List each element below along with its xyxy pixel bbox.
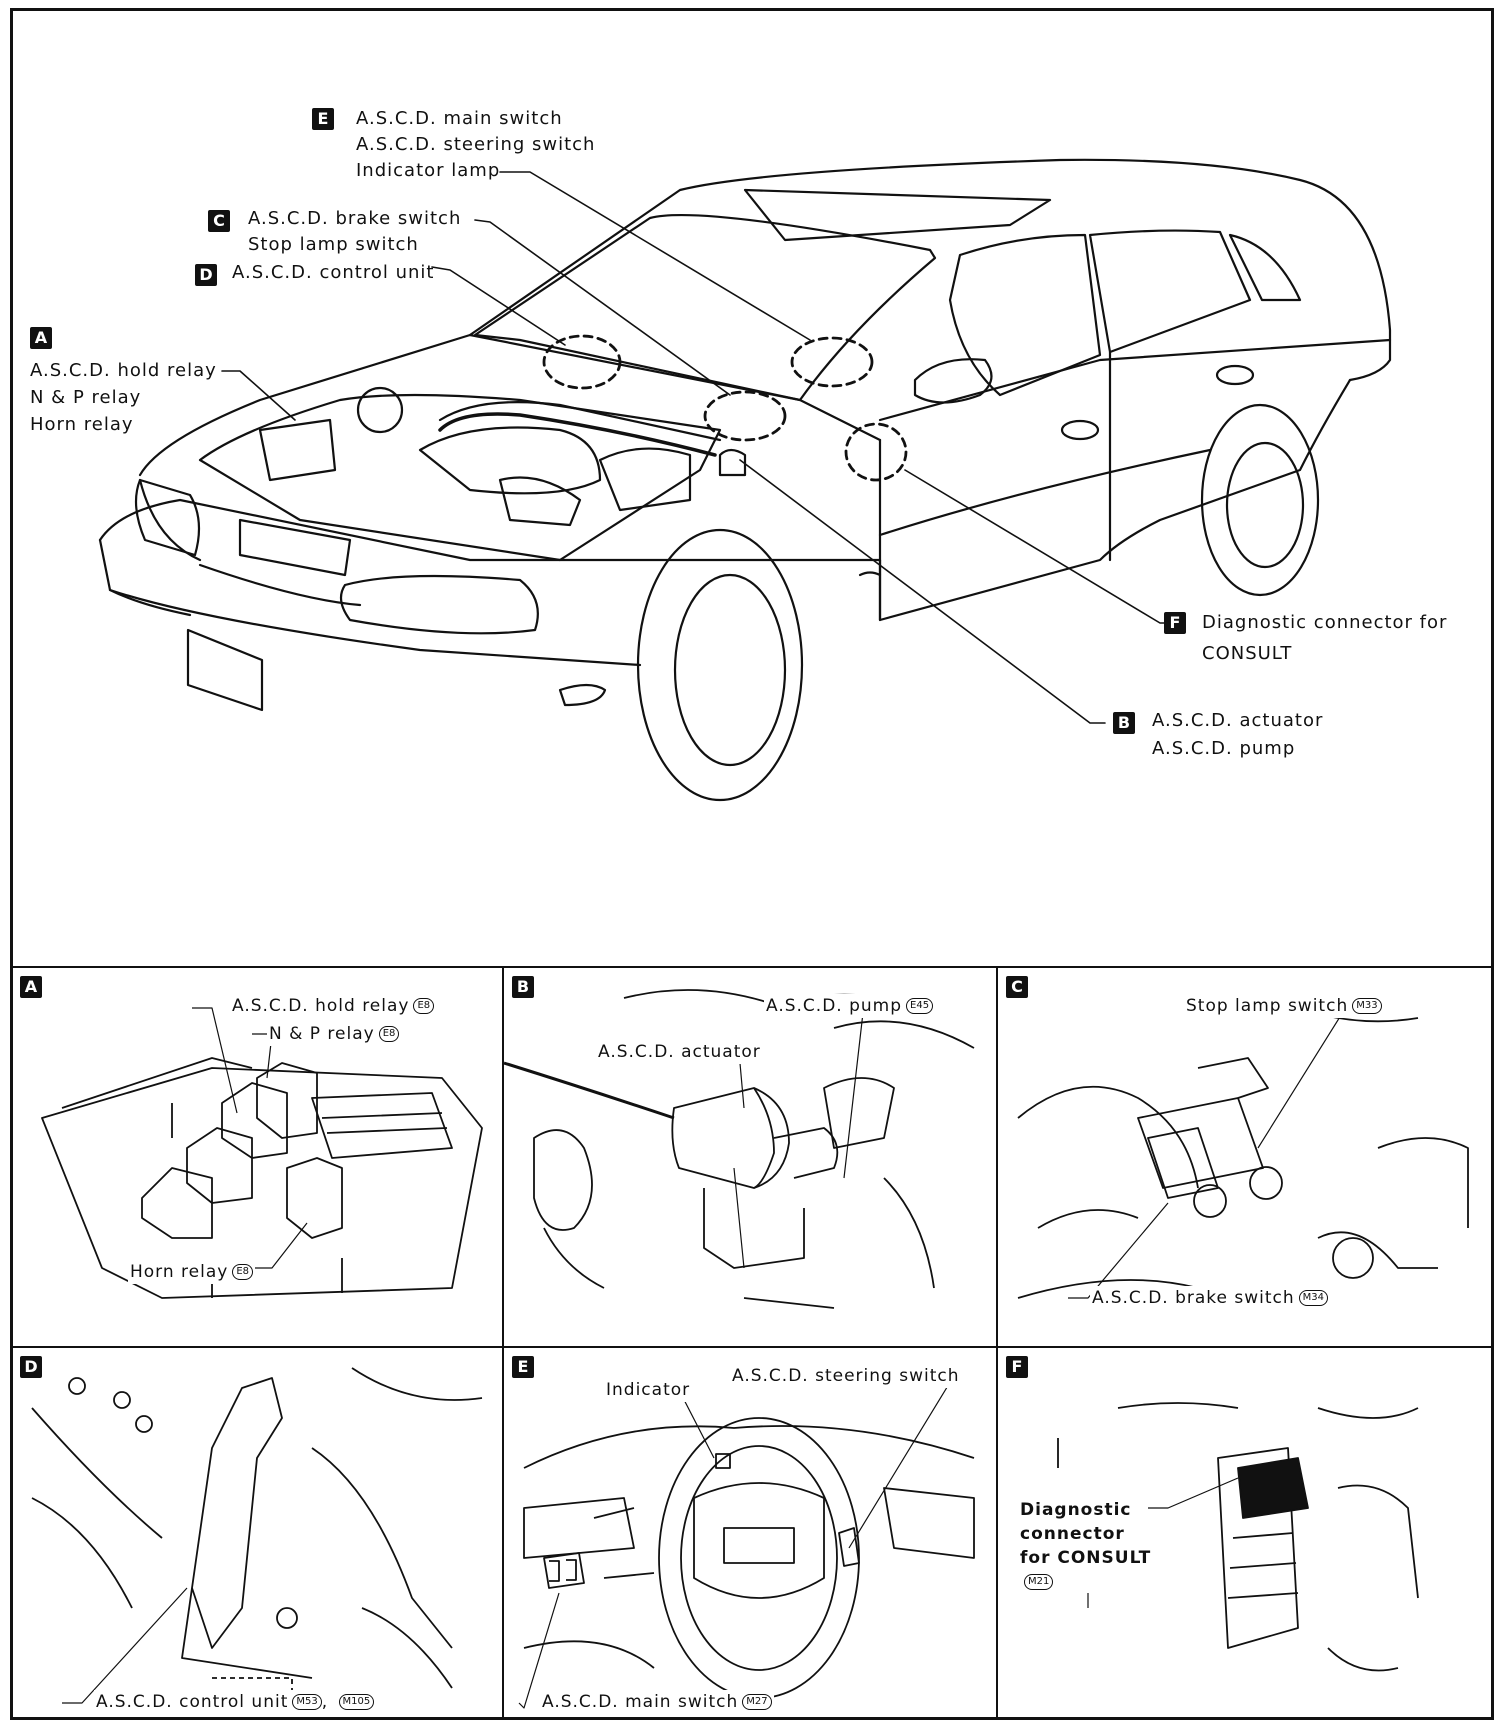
label-np-relay: N & P relay bbox=[30, 387, 142, 408]
panel-E-main-switch-text: A.S.C.D. main switch bbox=[542, 1692, 739, 1712]
connector-icon: M21 bbox=[1024, 1574, 1054, 1590]
panel-F-diag-line2: connector bbox=[1018, 1522, 1127, 1546]
panel-C-brake-switch-text: A.S.C.D. brake switch bbox=[1092, 1288, 1295, 1308]
panel-F-diag-line3: for CONSULT bbox=[1018, 1546, 1154, 1570]
connector-icon: M105 bbox=[338, 1694, 375, 1710]
label-horn-relay: Horn relay bbox=[30, 414, 134, 435]
label-actuator: A.S.C.D. actuator bbox=[1152, 710, 1324, 731]
connector-icon: E8 bbox=[378, 1026, 400, 1042]
connector-icon: M53 bbox=[292, 1694, 322, 1710]
panel-C-badge: C bbox=[1006, 976, 1028, 998]
connector-icon: E8 bbox=[413, 998, 435, 1014]
panel-B-pump-text: A.S.C.D. pump bbox=[766, 996, 903, 1016]
connector-icon: M33 bbox=[1352, 998, 1382, 1014]
panel-E-steering-switch: A.S.C.D. steering switch bbox=[730, 1364, 962, 1388]
panel-A-horn-relay-text: Horn relay bbox=[130, 1262, 229, 1282]
panel-A-hold-relay-text: A.S.C.D. hold relay bbox=[232, 996, 410, 1016]
label-hold-relay: A.S.C.D. hold relay bbox=[30, 360, 217, 381]
connector-icon: M27 bbox=[742, 1694, 772, 1710]
badge-C: C bbox=[208, 210, 230, 232]
connector-icon: E45 bbox=[906, 998, 934, 1014]
badge-D: D bbox=[195, 264, 217, 286]
label-indicator-lamp: Indicator lamp bbox=[356, 160, 501, 181]
label-diag-connector: Diagnostic connector for bbox=[1202, 612, 1448, 633]
panel-C-stop-lamp-text: Stop lamp switch bbox=[1186, 996, 1349, 1016]
label-consult: CONSULT bbox=[1202, 643, 1293, 664]
label-control-unit: A.S.C.D. control unit bbox=[232, 262, 435, 283]
panel-E: E Indicator A.S.C.D. steering switch A.S… bbox=[502, 1346, 998, 1720]
panel-A-badge: A bbox=[20, 976, 42, 998]
panel-E-badge: E bbox=[512, 1356, 534, 1378]
panel-F-conn: M21 bbox=[1018, 1570, 1056, 1594]
label-pump: A.S.C.D. pump bbox=[1152, 738, 1296, 759]
badge-F: F bbox=[1164, 612, 1186, 634]
label-asc-steering-switch: A.S.C.D. steering switch bbox=[356, 134, 596, 155]
panel-F-diag-line1: Diagnostic bbox=[1018, 1498, 1134, 1522]
panel-D-control-unit-text: A.S.C.D. control unit bbox=[96, 1692, 289, 1712]
label-stop-lamp-switch: Stop lamp switch bbox=[248, 234, 419, 255]
panel-B-badge: B bbox=[512, 976, 534, 998]
label-asc-main-switch: A.S.C.D. main switch bbox=[356, 108, 563, 129]
panel-F-badge: F bbox=[1006, 1356, 1028, 1378]
label-brake-switch: A.S.C.D. brake switch bbox=[248, 208, 462, 229]
badge-B: B bbox=[1113, 712, 1135, 734]
panel-F: F Diagnostic connector for CONSULT M21 bbox=[996, 1346, 1494, 1720]
panel-E-indicator: Indicator bbox=[604, 1378, 693, 1402]
connector-icon: M34 bbox=[1298, 1290, 1329, 1306]
panel-B-actuator: A.S.C.D. actuator bbox=[596, 1040, 763, 1064]
connector-icon: E8 bbox=[232, 1264, 254, 1280]
panel-A-np-relay-text: N & P relay bbox=[269, 1024, 375, 1044]
badge-E: E bbox=[312, 108, 334, 130]
car-illustration bbox=[98, 158, 1392, 802]
panel-D-badge: D bbox=[20, 1356, 42, 1378]
badge-A: A bbox=[30, 327, 52, 349]
